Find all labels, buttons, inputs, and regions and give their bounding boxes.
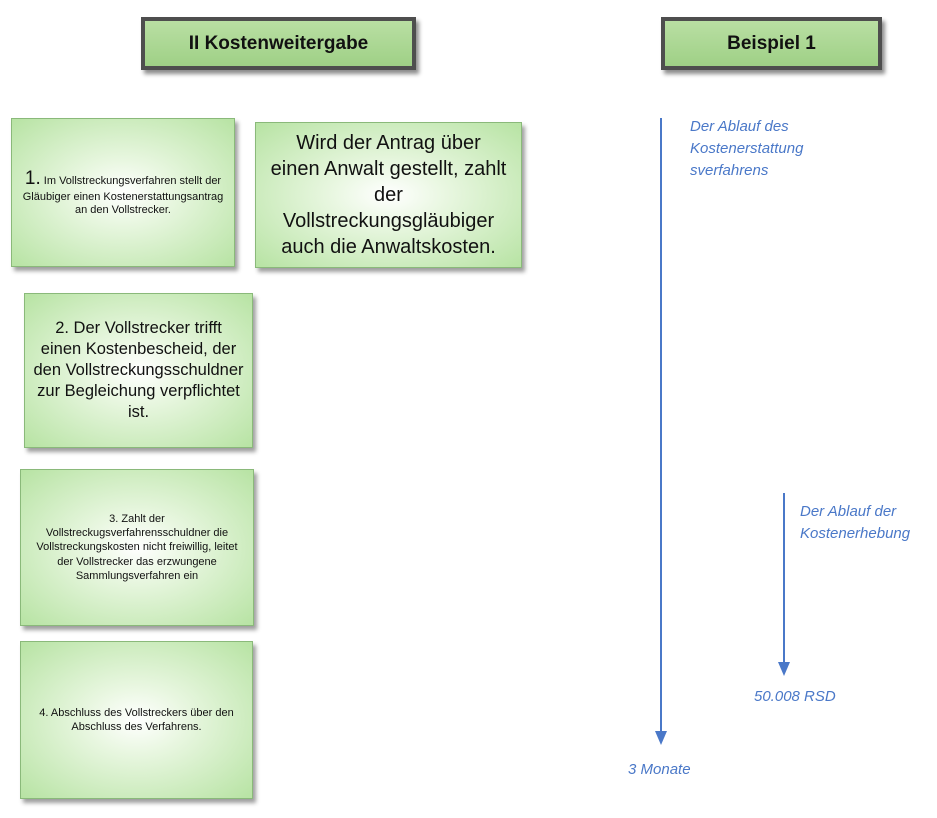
anwalt-note-box: Wird der Antrag über einen Anwalt gestel… (255, 122, 522, 268)
step-1-box: 1. Im Vollstreckungsverfahren stellt der… (11, 118, 235, 267)
header-kostenweitergabe-label: II Kostenweitergabe (188, 32, 369, 54)
long-timeline-arrowhead (655, 731, 667, 745)
short-timeline-end: 50.008 RSD (754, 688, 836, 705)
short-timeline-label: Der Ablauf der Kostenerhebung (800, 503, 911, 542)
header-kostenweitergabe: II Kostenweitergabe (141, 17, 416, 70)
step-1-content: 1. Im Vollstreckungsverfahren stellt der… (20, 167, 226, 218)
step-2-box: 2. Der Vollstrecker trifft einen Kostenb… (24, 293, 253, 448)
short-timeline-arrowhead (778, 662, 790, 676)
long-timeline-end: 3 Monate (628, 761, 691, 778)
step-3-box: 3. Zahlt der Vollstreckugsverfahrensschu… (20, 469, 254, 626)
step-1-number: 1. (24, 167, 41, 189)
header-beispiel: Beispiel 1 (661, 17, 882, 70)
step-4-text: 4. Abschluss des Vollstreckers über den … (39, 706, 234, 733)
anwalt-note-text: Wird der Antrag über einen Anwalt gestel… (270, 132, 507, 258)
step-1-text: Im Vollstreckungsverfahren stellt der Gl… (22, 174, 224, 217)
long-timeline-label: Der Ablauf des Kostenerstattung sverfahr… (690, 118, 804, 179)
step-4-box: 4. Abschluss des Vollstreckers über den … (20, 641, 253, 799)
step-3-text: 3. Zahlt der Vollstreckugsverfahrensschu… (36, 512, 238, 582)
step-2-text: 2. Der Vollstrecker trifft einen Kostenb… (33, 319, 244, 421)
header-beispiel-label: Beispiel 1 (727, 32, 816, 54)
